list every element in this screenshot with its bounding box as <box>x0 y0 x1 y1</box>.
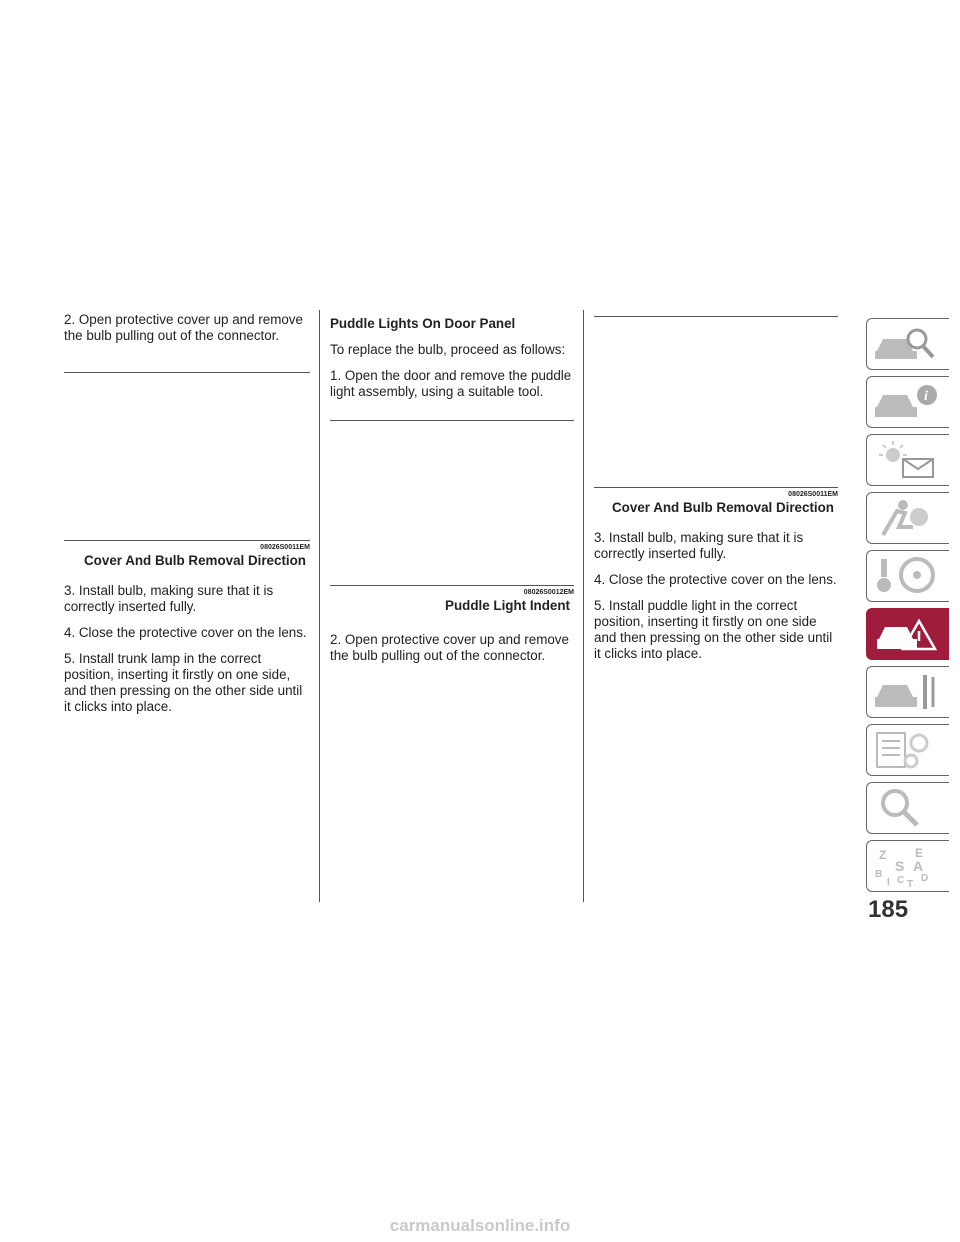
figure-code: 08026S0011EM <box>788 491 838 498</box>
magnifier-icon <box>881 789 919 827</box>
tab-specifications[interactable] <box>866 724 949 776</box>
tab-search[interactable] <box>866 782 949 834</box>
warning-light-message-icon <box>879 441 934 478</box>
tab-car-info[interactable]: i <box>866 376 949 428</box>
car-maintenance-icon <box>875 675 935 709</box>
index-letter: C <box>897 875 904 886</box>
figure-caption: Cover And Bulb Removal Direction <box>612 500 834 515</box>
index-letter: I <box>887 877 890 887</box>
step-1-text: 1. Open the door and remove the puddle l… <box>330 368 572 399</box>
column-divider <box>319 310 320 902</box>
column-3: 08026S0011EM Cover And Bulb Removal Dire… <box>594 312 838 672</box>
tab-key-steering[interactable] <box>866 550 949 602</box>
watermark: carmanualsonline.info <box>389 1216 571 1235</box>
car-search-icon <box>875 328 935 359</box>
index-letter: S <box>895 858 904 874</box>
intro-text: To replace the bulb, proceed as follows: <box>330 342 566 357</box>
index-letter: E <box>915 846 923 860</box>
step-3-text: 3. Install bulb, making sure that it is … <box>594 530 804 561</box>
step-5-text: 5. Install trunk lamp in the correct pos… <box>64 651 303 714</box>
figure-puddle-light-indent: 08026S0012EM <box>330 420 574 596</box>
figure-code: 08026S0011EM <box>260 544 310 551</box>
column-divider <box>583 310 584 902</box>
index-letter: Z <box>879 848 886 862</box>
car-emergency-icon <box>877 618 938 651</box>
figure-caption: Cover And Bulb Removal Direction <box>84 553 306 568</box>
seat-airbag-icon <box>881 500 928 537</box>
tab-warning-lights[interactable] <box>866 434 949 486</box>
index-letter: D <box>921 873 928 884</box>
step-4-text: 4. Close the protective cover on the len… <box>594 572 837 587</box>
car-info-icon: i <box>875 385 937 417</box>
index-letters-icon: Z E S A B C D I T <box>875 846 928 887</box>
column-2: Puddle Lights On Door Panel To replace t… <box>330 312 574 674</box>
tab-emergency[interactable] <box>866 608 949 660</box>
tab-index[interactable]: Z E S A B C D I T <box>866 840 949 892</box>
step-2-text: 2. Open protective cover up and remove t… <box>330 632 569 663</box>
tab-maintenance[interactable] <box>866 666 949 718</box>
index-letter: T <box>907 879 913 887</box>
column-1: 2. Open protective cover up and remove t… <box>64 312 310 725</box>
index-letter: B <box>875 869 882 880</box>
key-steering-wheel-icon <box>877 557 935 593</box>
step-4-text: 4. Close the protective cover on the len… <box>64 625 307 640</box>
section-heading: Puddle Lights On Door Panel <box>330 316 516 331</box>
specifications-gear-icon <box>876 732 929 769</box>
tab-seat-airbag[interactable] <box>866 492 949 544</box>
figure-cover-bulb-removal: 08026S0011EM <box>64 372 310 551</box>
figure-cover-bulb-removal: 08026S0011EM <box>594 316 838 498</box>
chapter-tabs: i <box>866 318 950 898</box>
index-letter: A <box>913 858 923 874</box>
tab-car-search[interactable] <box>866 318 949 370</box>
figure-caption: Puddle Light Indent <box>445 598 570 613</box>
step-5-text: 5. Install puddle light in the correct p… <box>594 598 833 661</box>
figure-code: 08026S0012EM <box>523 589 574 596</box>
step-2-text: 2. Open protective cover up and remove t… <box>64 312 303 343</box>
step-3-text: 3. Install bulb, making sure that it is … <box>64 583 274 614</box>
page-number: 185 <box>868 896 909 923</box>
svg-text:i: i <box>924 389 928 404</box>
